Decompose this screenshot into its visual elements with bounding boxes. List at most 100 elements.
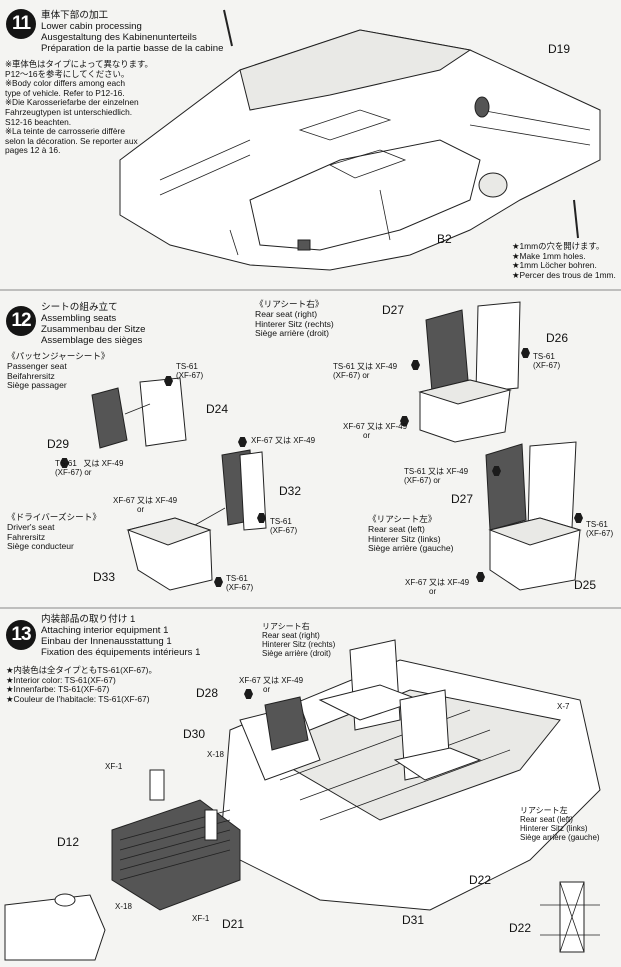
- paint-code: or: [429, 587, 437, 596]
- note-line: type of vehicle. Refer to P12-16.: [5, 87, 125, 98]
- caption-line: Passenger seat: [7, 360, 67, 371]
- note-line: selon la décoration. Se reporter aux: [5, 135, 138, 146]
- caption-line: 《ドライバーズシート》: [7, 512, 101, 522]
- note-line: pages 12 à 16.: [5, 145, 61, 156]
- caption-line: Rear seat (left): [520, 815, 573, 824]
- caption-line: リアシート右: [262, 622, 310, 631]
- step-13-rear-seat-left-caption: リアシート左 Rear seat (left) Hinterer Sitz (l…: [520, 806, 600, 842]
- paint-code: XF-67 又は XF-49: [251, 436, 316, 445]
- caption-line: Siège arrière (droit): [262, 649, 331, 658]
- part-label-d24: D24: [206, 402, 229, 416]
- step-11-title-fr: Préparation de la partie basse de la cab…: [41, 43, 224, 54]
- part-label-d27-upper: D27: [382, 303, 405, 317]
- paint-marker-icon: [574, 513, 583, 523]
- note-line: ★Interior color: TS-61(XF-67): [6, 674, 116, 685]
- driver-seat-caption: 《ドライバーズシート》 Driver's seat Fahrersitz Siè…: [7, 512, 101, 552]
- caption-line: Siège arrière (droit): [255, 328, 330, 339]
- caption-line: Fahrersitz: [7, 531, 46, 542]
- note-line: P12〜16を参考にしてください。: [5, 68, 130, 79]
- note-line: ★内装色は全タイプともTS-61(XF-67)。: [6, 665, 157, 675]
- part-label-d30: D30: [183, 727, 206, 741]
- part-label-d29: D29: [47, 437, 70, 451]
- note-line: ★1mmの穴を開けます。: [512, 241, 605, 251]
- part-label-d21: D21: [222, 917, 245, 931]
- paint-callout-d26: TS-61 (XF-67): [533, 352, 560, 370]
- note-line: S12-16 beachten.: [5, 116, 72, 127]
- note-line: ★1mm Löcher bohren.: [512, 260, 597, 271]
- caption-line: 《リアシート左》: [368, 514, 437, 524]
- step-13-title-ja: 内装部品の取り付け 1: [41, 614, 136, 625]
- lower-cabin-drawing: [119, 9, 601, 271]
- paint-code: TS-61 又は XF-49: [333, 362, 398, 371]
- paint-code: (XF-67): [270, 526, 298, 535]
- paint-marker-icon: [400, 416, 409, 426]
- part-label-d22-detail: D22: [509, 921, 532, 935]
- caption-line: Rear seat (right): [262, 631, 320, 640]
- part-label-b2: B2: [437, 232, 452, 246]
- note-line: Fahrzeugtypen ist unterschiedlich.: [5, 106, 133, 117]
- part-label-d28: D28: [196, 686, 219, 700]
- paint-marker-icon: [492, 466, 501, 476]
- paint-label-xf1-upper: XF-1: [105, 762, 123, 771]
- paint-code: TS-61: [270, 517, 292, 526]
- paint-code: TS-61 又は XF-49: [404, 467, 469, 476]
- step-11-title-en: Lower cabin processing: [41, 21, 142, 32]
- caption-line: Driver's seat: [7, 521, 55, 532]
- part-label-x18-lower: X-18: [115, 902, 132, 911]
- paint-code: (XF-67): [586, 529, 614, 538]
- paint-marker-icon: [164, 376, 173, 386]
- step-13-interior-color-note: ★内装色は全タイプともTS-61(XF-67)。 ★Interior color…: [6, 665, 157, 704]
- caption-line: Rear seat (right): [255, 308, 318, 319]
- note-line: ★Couleur de l'habitacle: TS-61(XF-67): [6, 693, 150, 704]
- step-12-title-de: Zusammenbau der Sitze: [41, 324, 146, 335]
- part-label-d33: D33: [93, 570, 116, 584]
- caption-line: Hinterer Sitz (links): [520, 824, 588, 833]
- paint-label-xf1-lower: XF-1: [192, 914, 210, 923]
- paint-marker-icon: [411, 360, 420, 370]
- step-11-title: 車体下部の加工 Lower cabin processing Ausgestal…: [41, 10, 223, 54]
- step-11-body-color-note: ※車体色はタイプによって異なります。 P12〜16を参考にしてください。 ※Bo…: [5, 59, 153, 156]
- paint-code: XF-67 又は XF-49: [405, 578, 470, 587]
- paint-code: TS-61: [533, 352, 555, 361]
- paint-callout-rear-left-seat: TS-61 又は XF-49 (XF-67) or: [404, 467, 468, 485]
- paint-code: XF-67 又は XF-49: [113, 496, 178, 505]
- step-11-title-de: Ausgestaltung des Kabinenunterteils: [41, 32, 197, 43]
- step-13-title-de: Einbau der Innenausstattung 1: [41, 636, 172, 647]
- paint-callout-rear-right-base: XF-67 又は XF-49 or: [343, 422, 407, 440]
- rear-seat-left-drawing: [485, 441, 582, 591]
- caption-line: Siège arrière (gauche): [368, 543, 454, 554]
- paint-code: (XF-67) or: [404, 476, 441, 485]
- paint-marker-icon: [60, 458, 69, 468]
- interior-drawing: [4, 639, 601, 961]
- paint-callout-d33-base: TS-61 (XF-67): [226, 574, 253, 592]
- paint-code: (XF-67) or: [55, 468, 92, 477]
- paint-callout-d28: XF-67 又は XF-49 or: [239, 676, 303, 694]
- part-label-d19: D19: [548, 42, 571, 56]
- part-label-x7: X-7: [557, 702, 570, 711]
- paint-code: XF-67 又は XF-49: [343, 422, 408, 431]
- passenger-seat-caption: 《パッセンジャーシート》 Passenger seat Beifahrersit…: [7, 351, 110, 391]
- step-12-title-en: Assembling seats: [41, 313, 117, 324]
- step-12-title-ja: シートの組み立て: [41, 302, 118, 313]
- paint-code: or: [363, 431, 371, 440]
- rear-seat-right-caption: 《リアシート右》 Rear seat (right) Hinterer Sitz…: [255, 299, 334, 339]
- rear-seat-left-caption: 《リアシート左》 Rear seat (left) Hinterer Sitz …: [368, 514, 454, 554]
- paint-callout-d32: XF-67 又は XF-49: [251, 436, 315, 445]
- note-line: ※La teinte de carrosserie diffère: [5, 126, 125, 137]
- caption-line: Hinterer Sitz (rechts): [255, 318, 334, 329]
- note-line: ※Die Karosseriefarbe der einzelnen: [5, 97, 139, 108]
- caption-line: 《リアシート右》: [255, 299, 324, 309]
- caption-line: リアシート左: [520, 806, 568, 815]
- paint-callout-d29: TS-61 TS-61 又は XF-49又は XF-49 (XF-67) or: [55, 459, 124, 477]
- paint-marker-icon: [238, 437, 247, 447]
- caption-line: Beifahrersitz: [7, 370, 55, 381]
- paint-callout-d32-body: TS-61 (XF-67): [270, 517, 297, 535]
- passenger-seat-drawing: [91, 377, 187, 449]
- part-label-d31: D31: [402, 913, 425, 927]
- note-line: ※車体色はタイプによって異なります。: [5, 59, 153, 69]
- caption-line: 《パッセンジャーシート》: [7, 351, 110, 361]
- paint-callout-rear-left-base: XF-67 又は XF-49 or: [405, 578, 469, 596]
- paint-marker-icon: [244, 689, 253, 699]
- driver-seat-drawing: [126, 449, 267, 591]
